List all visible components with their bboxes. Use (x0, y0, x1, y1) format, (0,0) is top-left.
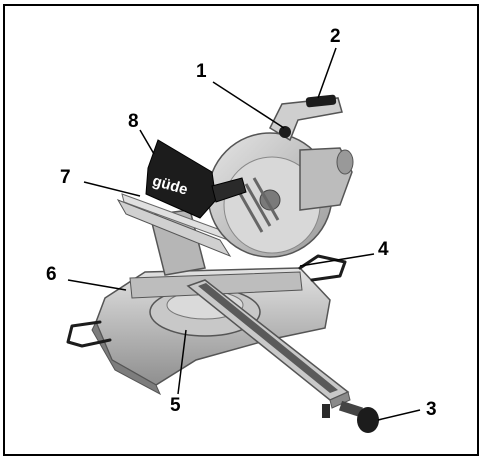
leader-5 (177, 329, 187, 395)
saw-fence (129, 271, 303, 299)
left-extension-support (66, 320, 112, 348)
callout-4: 4 (378, 239, 389, 260)
rotary-handle-knob (357, 407, 379, 433)
callout-2: 2 (330, 26, 341, 47)
dust-chute (211, 177, 247, 203)
right-extension-support (298, 254, 347, 282)
carry-handle-grip (305, 94, 337, 108)
callout-7: 7 (60, 167, 71, 188)
motor-cap (336, 149, 354, 175)
callout-6: 6 (46, 264, 57, 285)
leader-3 (377, 409, 421, 421)
slide-rails (116, 199, 232, 258)
leader-1 (212, 81, 285, 129)
leader-lines (67, 47, 421, 421)
leader-4 (299, 253, 375, 267)
leader-6 (67, 279, 127, 291)
rotary-handle-shaft (338, 400, 364, 418)
base-foot (322, 404, 330, 418)
lower-guard-slots (236, 177, 280, 233)
leader-8 (139, 129, 155, 155)
callout-8: 8 (128, 111, 139, 132)
leader-2 (317, 47, 337, 99)
callout-3: 3 (426, 399, 437, 420)
callout-5: 5 (170, 395, 181, 416)
extension-rail-side (329, 391, 351, 409)
locking-knob (279, 126, 291, 138)
base-front-edge (91, 320, 162, 396)
callout-1: 1 (196, 61, 207, 82)
extension-rail-slot (198, 283, 338, 393)
leader-7 (83, 181, 141, 197)
